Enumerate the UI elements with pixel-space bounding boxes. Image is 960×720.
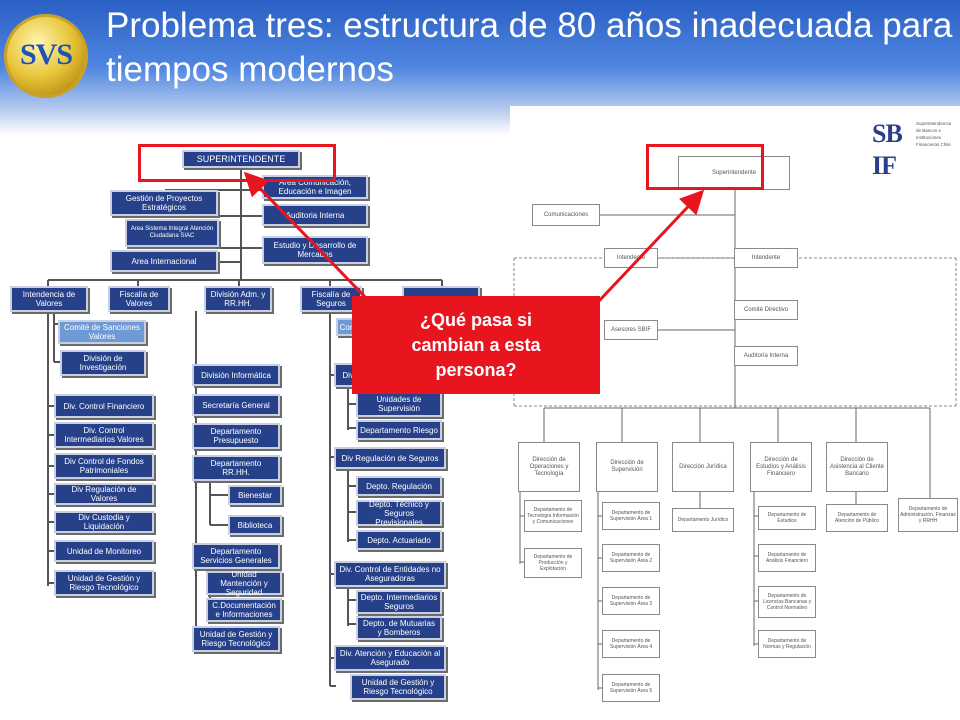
- svs-departamento-presupuesto: Departamento Presupuesto: [192, 423, 280, 449]
- svs-gestion-riesgo-1: Unidad de Gestión y Riesgo Tecnológico: [54, 570, 154, 596]
- svs-gestion-proyectos: Gestión de Proyectos Estratégicos: [110, 190, 218, 216]
- sbif-asesores: Asesores SBIF: [604, 320, 658, 340]
- svs-div-custodia: Div Custodia y Liquidación: [54, 511, 154, 533]
- sbif-logo-letters: SB IF: [872, 119, 903, 180]
- sbif-dir-supervision: Dirección de Supervisión: [596, 442, 658, 492]
- sbif-depto-normas: Departamento de Normas y Regulación: [758, 630, 816, 658]
- svs-area-internacional: Area Internacional: [110, 250, 218, 272]
- sbif-depto-atencion: Departamento de Atención de Público: [826, 504, 888, 532]
- svs-div-control-fondos: Div Control de Fondos Patrimoniales: [54, 453, 154, 479]
- sbif-depto-licencias: Departamento de Licencias Bancarias y Co…: [758, 586, 816, 618]
- svs-div-atencion: Div. Atención y Educación al Asegurado: [334, 645, 446, 671]
- sbif-depto-tecnologia: Departamento de Tecnología Información y…: [524, 500, 582, 532]
- svs-gestion-riesgo-3: Unidad de Gestión y Riesgo Tecnológico: [350, 674, 446, 700]
- svs-documentacion: C.Documentación e Informaciones: [206, 598, 282, 622]
- sbif-depto-analisis: Departamento de Análisis Financiero: [758, 544, 816, 572]
- sbif-comunicaciones: Comunicaciones: [532, 204, 600, 226]
- svs-area-siac: Area Sistema Integral Atención Ciudadana…: [125, 219, 219, 247]
- sbif-org-chart: SB IF Superintendencia de Bancos e Insti…: [510, 106, 960, 718]
- svs-biblioteca: Biblioteca: [228, 515, 282, 535]
- sbif-supervision-area-5: Departamento de Supervisión Área 5: [602, 674, 660, 702]
- svs-division-investigacion: División de Investigación: [60, 350, 146, 376]
- slide-title: Problema tres: estructura de 80 años ina…: [106, 6, 953, 89]
- sbif-auditoria-interna: Auditoría Interna: [734, 346, 798, 366]
- svs-div-control-financiero: Div. Control Financiero: [54, 394, 154, 418]
- svs-unidades-supervision: Unidades de Supervisión: [356, 391, 442, 417]
- sbif-superintendente: Superintendente: [678, 156, 790, 190]
- sbif-logo-text: Superintendencia de Bancos e Institucion…: [916, 121, 952, 147]
- sbif-supervision-area-4: Departamento de Supervisión Área 4: [602, 630, 660, 658]
- svs-div-control-entidades: Div. Control de Entidades no Aseguradora…: [334, 561, 446, 587]
- svs-departamento-riesgo: Departamento Riesgo: [356, 420, 442, 440]
- sbif-superintendente-highlight: [646, 144, 764, 190]
- svs-gestion-riesgo-2: Unidad de Gestión y Riesgo Tecnológico: [192, 626, 280, 652]
- sbif-logo: SB IF Superintendencia de Bancos e Insti…: [872, 118, 952, 198]
- svs-intendencia-valores: Intendencia de Valores: [10, 286, 88, 312]
- sbif-depto-produccion: Departamento de Producción y Explotación: [524, 548, 582, 578]
- svs-auditoria-interna: Auditoria Interna: [262, 204, 368, 226]
- sbif-supervision-area-3: Departamento de Supervisión Área 3: [602, 587, 660, 615]
- sbif-dir-asistencia: Dirección de Asistencia al Cliente Banca…: [826, 442, 888, 492]
- svs-division-adm: División Adm. y RR.HH.: [204, 286, 272, 312]
- sbif-dir-juridica: Dirección Jurídica: [672, 442, 734, 492]
- svs-fiscalia-valores: Fiscalía de Valores: [108, 286, 170, 312]
- callout-question: ¿Qué pasa si cambian a esta persona?: [352, 296, 600, 394]
- svs-org-chart: SUPERINTENDENTE Gestión de Proyectos Est…: [10, 138, 498, 718]
- svs-depto-regulacion: Depto. Regulación: [356, 476, 442, 496]
- svs-div-control-intermediarios: Div. Control Intermediarios Valores: [54, 422, 154, 448]
- svs-unidad-monitoreo: Unidad de Monitoreo: [54, 540, 154, 562]
- svs-departamento-rrhh: Departamento RR.HH.: [192, 455, 280, 481]
- svs-div-regulacion-seguros: Div Regulación de Seguros: [334, 447, 446, 469]
- svs-depto-actuariado: Depto. Actuariado: [356, 530, 442, 550]
- sbif-depto-juridico: Departamento Jurídico: [672, 508, 734, 532]
- svs-unidad-mantencion: Unidad Mantención y Seguridad: [206, 570, 282, 597]
- svs-secretaria-general: Secretaría General: [192, 394, 280, 416]
- svs-depto-tecnico: Depto. Técnico y Seguros Previsionales: [356, 500, 442, 527]
- svs-bienestar: Bienestar: [228, 485, 282, 505]
- sbif-depto-administracion: Departamento de Administración, Finanzas…: [898, 498, 958, 532]
- svs-depto-mutuarias: Depto. de Mutuarias y Bomberos: [356, 616, 442, 640]
- svs-superintendente-highlight: [138, 144, 336, 182]
- svs-div-regulacion-valores: Div Regulación de Valores: [54, 483, 154, 505]
- sbif-dir-operaciones: Dirección de Operaciones y Tecnología: [518, 442, 580, 492]
- svs-servicios-generales: Departamento Servicios Generales: [192, 543, 280, 569]
- svs-logo-text: SVS: [19, 38, 73, 71]
- sbif-supervision-area-2: Departamento de Supervisión Área 2: [602, 544, 660, 572]
- svs-depto-intermediarios: Depto. Intermediarios Seguros: [356, 590, 442, 614]
- svs-superintendente: SUPERINTENDENTE: [182, 150, 300, 168]
- sbif-comite-directivo: Comité Directivo: [734, 300, 798, 320]
- svs-division-informatica: División Informática: [192, 364, 280, 386]
- svs-logo: SVS: [4, 14, 88, 98]
- sbif-depto-estudios: Departamento de Estudios: [758, 506, 816, 530]
- svs-comite-sanciones: Comité de Sanciones Valores: [58, 320, 146, 344]
- sbif-dir-estudios: Dirección de Estudios y Análisis Financi…: [750, 442, 812, 492]
- sbif-supervision-area-1: Departamento de Supervisión Área 1: [602, 502, 660, 530]
- sbif-intendente-2: Intendente: [734, 248, 798, 268]
- svs-fiscalia-seguros: Fiscalía de Seguros: [300, 286, 362, 312]
